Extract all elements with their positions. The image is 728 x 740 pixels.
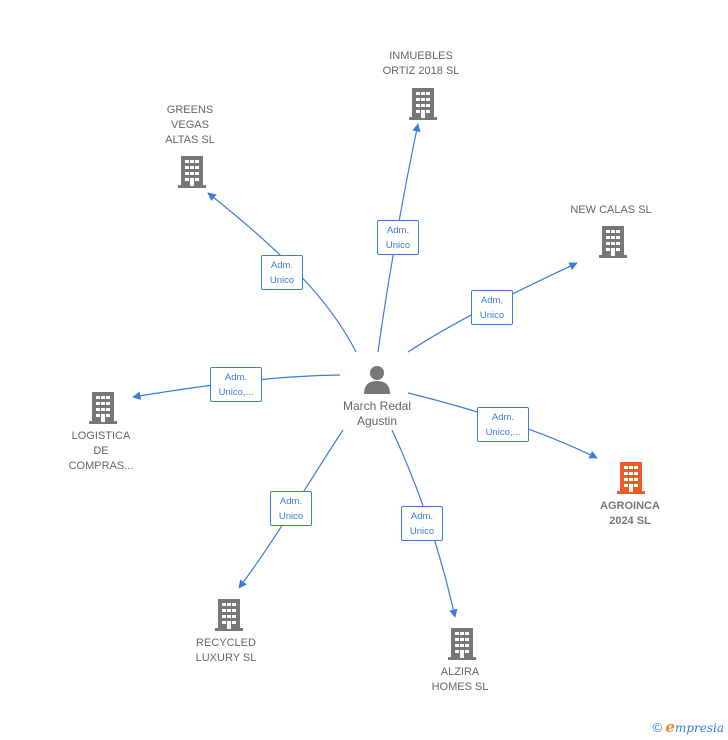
role-badge-inmuebles: Adm. Unico [377, 220, 419, 255]
person-name[interactable]: March Redal Agustin [342, 399, 412, 428]
role-badge-agroinca: Adm. Unico,... [477, 407, 529, 442]
role-badge-alzira: Adm. Unico [401, 506, 443, 541]
company-recycled-name[interactable]: RECYCLED LUXURY SL [195, 637, 257, 664]
company-newcalas-name[interactable]: NEW CALAS SL [570, 204, 652, 216]
building-icon-highlight [617, 462, 645, 494]
company-greens-name[interactable]: GREENS VEGAS ALTAS SL [165, 104, 215, 146]
company-agroinca-name[interactable]: AGROINCA 2024 SL [600, 500, 660, 527]
person-icon [364, 366, 390, 394]
company-alzira-name[interactable]: ALZIRA HOMES SL [431, 666, 489, 693]
role-badge-logistica: Adm. Unico,... [210, 367, 262, 402]
footer-brand[interactable]: © empresia [652, 718, 724, 736]
role-badge-greens: Adm. Unico [261, 255, 303, 290]
building-icon [89, 392, 117, 424]
brand-logo-text: mpresia [674, 721, 724, 735]
role-badge-recycled: Adm. Unico [270, 491, 312, 526]
building-icon [448, 628, 476, 660]
company-inmuebles-name[interactable]: INMUEBLES ORTIZ 2018 SL [382, 50, 460, 77]
role-badge-newcalas: Adm. Unico [471, 290, 513, 325]
copyright-icon: © [652, 720, 663, 735]
building-icon [215, 599, 243, 631]
building-icon [409, 88, 437, 120]
building-icon [599, 226, 627, 258]
brand-logo-e: e [665, 718, 675, 736]
company-logistica-name[interactable]: LOGISTICA DE COMPRAS... [68, 430, 134, 472]
building-icon [178, 156, 206, 188]
